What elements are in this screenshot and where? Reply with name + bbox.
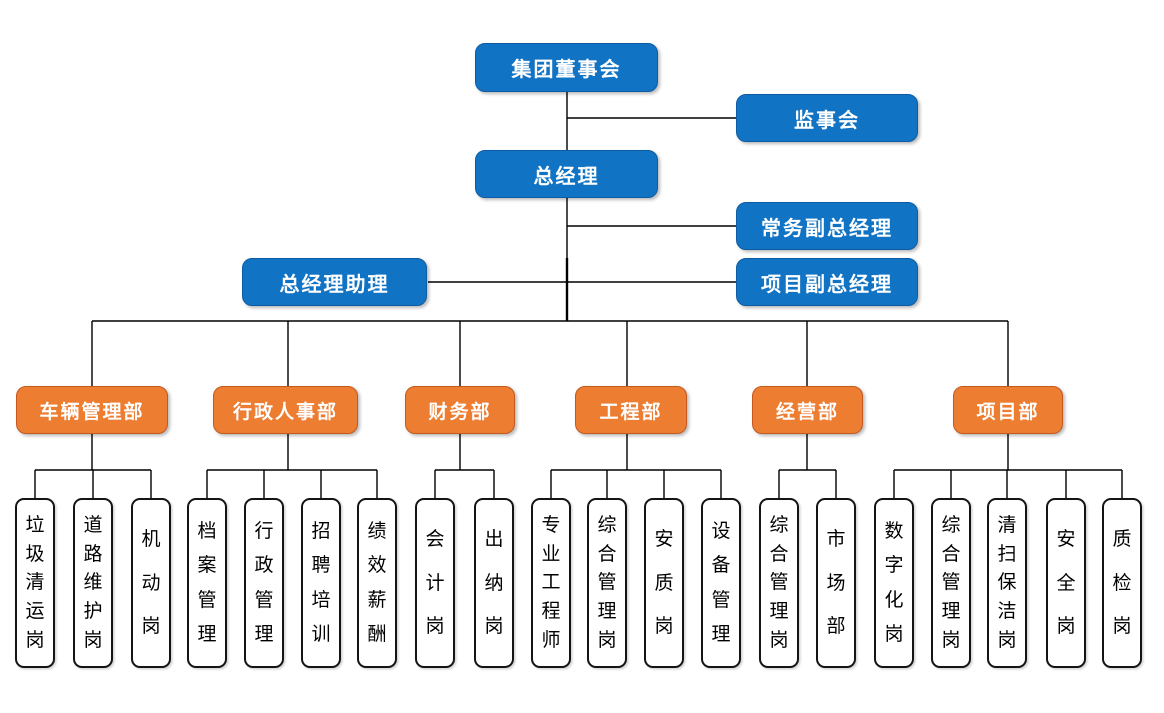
position-safety-quality: 安质岗 (644, 498, 684, 668)
position-recruitment-training: 招聘培训 (301, 498, 341, 668)
position-accountant: 会计岗 (415, 498, 455, 668)
dept-admin-hr: 行政人事部 (213, 386, 358, 434)
position-general-management-proj: 综合管理岗 (931, 498, 971, 668)
position-sweeping-cleaning: 清扫保洁岗 (987, 498, 1027, 668)
position-equipment-management: 设备管理 (701, 498, 741, 668)
connector-path (34, 92, 1123, 498)
dept-engineering: 工程部 (575, 386, 687, 434)
position-mobile-duty: 机动岗 (131, 498, 171, 668)
position-digitalization: 数字化岗 (874, 498, 914, 668)
dept-project: 项目部 (953, 386, 1063, 434)
position-professional-engineer: 专业工程师 (531, 498, 571, 668)
position-performance-compensation: 绩效薪酬 (357, 498, 397, 668)
position-garbage-collection: 垃圾清运岗 (15, 498, 55, 668)
position-admin-management: 行政管理 (244, 498, 284, 668)
position-market: 市场部 (816, 498, 856, 668)
position-quality-inspection: 质检岗 (1102, 498, 1142, 668)
node-group-board: 集团董事会 (475, 43, 658, 92)
node-project-deputy-gm: 项目副总经理 (736, 258, 918, 306)
position-general-management-eng: 综合管理岗 (587, 498, 627, 668)
position-general-management-biz: 综合管理岗 (759, 498, 799, 668)
position-cashier: 出纳岗 (474, 498, 514, 668)
position-safety: 安全岗 (1046, 498, 1086, 668)
node-executive-deputy-gm: 常务副总经理 (736, 202, 918, 250)
dept-business: 经营部 (752, 386, 863, 434)
position-archives-management: 档案管理 (187, 498, 227, 668)
node-supervisory-board: 监事会 (736, 94, 918, 142)
dept-finance: 财务部 (405, 386, 515, 434)
position-road-maintenance: 道路维护岗 (73, 498, 113, 668)
node-general-manager: 总经理 (475, 150, 658, 198)
dept-vehicle-management: 车辆管理部 (16, 386, 168, 434)
node-gm-assistant: 总经理助理 (242, 258, 427, 306)
